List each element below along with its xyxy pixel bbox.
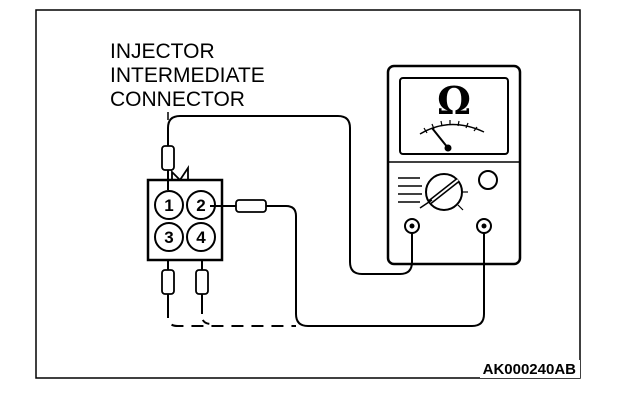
pin-1-circle bbox=[154, 190, 184, 220]
pin-3-label: 3 bbox=[164, 228, 173, 247]
dashed-wire-pin4 bbox=[201, 306, 213, 325]
meter-scale-ticks bbox=[423, 120, 478, 134]
knob-tick-2 bbox=[457, 204, 464, 211]
pin-4-circle bbox=[186, 222, 216, 252]
connector-label-line2: INTERMEDIATE bbox=[110, 64, 265, 87]
figure-code-box bbox=[480, 360, 580, 378]
ohmmeter-display bbox=[399, 77, 509, 155]
dashed-wire-bottom bbox=[167, 306, 296, 327]
figure-frame bbox=[35, 9, 581, 379]
meter-needle bbox=[431, 127, 449, 149]
pin-3-circle bbox=[154, 222, 184, 252]
needle-pivot bbox=[444, 144, 452, 152]
injector-connector: 1 2 3 4 bbox=[146, 165, 224, 262]
pin-2-label: 2 bbox=[196, 196, 205, 215]
harness-wire-pin3 bbox=[161, 260, 175, 306]
connector-label-line1: INJECTOR bbox=[110, 40, 215, 63]
ohm-symbol: Ω bbox=[437, 78, 471, 123]
pin-1-label: 1 bbox=[164, 196, 173, 215]
range-scale-lines bbox=[398, 177, 422, 203]
probe-pin1 bbox=[161, 145, 175, 190]
meter-terminal-left-dot bbox=[409, 223, 415, 229]
ohmmeter: Ω bbox=[386, 64, 522, 266]
wire-pin2-to-meter-right bbox=[266, 205, 485, 327]
wire-pin1-to-meter-left bbox=[167, 115, 413, 275]
figure-code: AK000240AB bbox=[483, 361, 577, 378]
harness-wire-pin4 bbox=[195, 260, 209, 306]
connector-label-line3: CONNECTOR bbox=[110, 88, 245, 111]
meter-terminal-right-dot bbox=[481, 223, 487, 229]
probe-pin2 bbox=[210, 199, 267, 213]
zero-adjust-button bbox=[478, 170, 498, 190]
pin-4-label: 4 bbox=[196, 228, 206, 247]
connector-lock-tab bbox=[171, 165, 189, 182]
